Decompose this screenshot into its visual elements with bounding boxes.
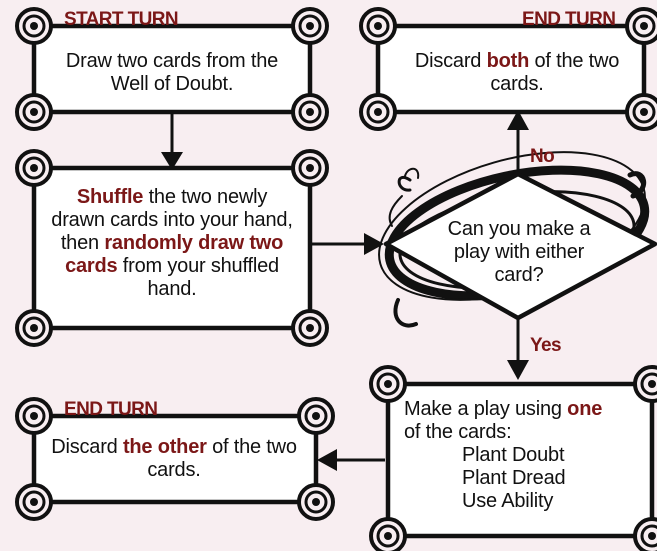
scroll-corner bbox=[625, 93, 657, 131]
end-top-text-1: Discard bbox=[414, 50, 487, 72]
scroll-corner bbox=[15, 397, 53, 435]
option-use-ability: Use Ability bbox=[462, 490, 554, 512]
scroll-corner bbox=[15, 7, 53, 45]
both-keyword: both bbox=[486, 50, 530, 72]
scroll-corner bbox=[297, 397, 335, 435]
scroll-corner bbox=[359, 93, 397, 131]
end-box-bottom bbox=[15, 397, 335, 521]
random-draw-keyword: randomly draw two cards bbox=[65, 232, 284, 277]
scroll-corner bbox=[633, 517, 657, 551]
decision-diamond bbox=[383, 171, 657, 321]
scroll-corner bbox=[15, 483, 53, 521]
scroll-corner bbox=[15, 93, 53, 131]
play-text-2: of the cards: bbox=[404, 421, 512, 443]
scroll-corner bbox=[359, 7, 397, 45]
option-plant-doubt: Plant Doubt bbox=[462, 444, 565, 466]
start-turn-tag: START TURN bbox=[64, 9, 179, 30]
scroll-corner bbox=[15, 149, 53, 187]
scroll-corner bbox=[291, 7, 329, 45]
scroll-corner bbox=[291, 149, 329, 187]
scroll-corner bbox=[297, 483, 335, 521]
end-top-text-2: of the two cards. bbox=[490, 50, 620, 95]
connector-lines bbox=[161, 110, 529, 471]
play-box-text: Make a play using one of the cards: Plan… bbox=[404, 398, 654, 513]
scroll-corner bbox=[633, 365, 657, 403]
end-bottom-text-2: of the two cards. bbox=[147, 436, 297, 481]
shuffle-text-1: the two newly drawn cards into your hand… bbox=[51, 186, 293, 254]
scroll-corner bbox=[369, 365, 407, 403]
scroll-corner bbox=[369, 517, 407, 551]
scroll-corner bbox=[291, 93, 329, 131]
shuffle-box-text: Shuffle the two newly drawn cards into y… bbox=[48, 186, 296, 301]
flowchart-boxes bbox=[15, 7, 657, 551]
end-bottom-text-1: Discard bbox=[51, 436, 123, 458]
shuffle-keyword: Shuffle bbox=[76, 186, 144, 208]
end-box-top bbox=[359, 7, 657, 131]
play-box bbox=[369, 365, 657, 551]
start-box-text: Draw two cards from the Well of Doubt. bbox=[65, 50, 279, 95]
play-text-1: Make a play using bbox=[404, 398, 568, 420]
scroll-corner bbox=[625, 7, 657, 45]
scroll-corner bbox=[15, 309, 53, 347]
other-keyword: the other bbox=[122, 436, 207, 458]
no-label: No bbox=[530, 146, 555, 167]
one-keyword: one bbox=[567, 398, 603, 420]
start-box bbox=[15, 7, 329, 131]
end-turn-tag-top: END TURN bbox=[522, 9, 616, 30]
shuffle-text-2: from your shuffled hand. bbox=[117, 255, 279, 300]
shuffle-box bbox=[15, 149, 329, 347]
scroll-corner bbox=[291, 309, 329, 347]
end-bottom-text: Discard the other of the two cards. bbox=[44, 436, 304, 482]
yes-label: Yes bbox=[530, 335, 562, 356]
decision-question: Can you make a play with either card? bbox=[447, 218, 591, 286]
option-plant-dread: Plant Dread bbox=[462, 467, 566, 489]
end-top-text: Discard both of the two cards. bbox=[392, 50, 642, 96]
end-turn-tag-bottom: END TURN bbox=[64, 399, 158, 420]
